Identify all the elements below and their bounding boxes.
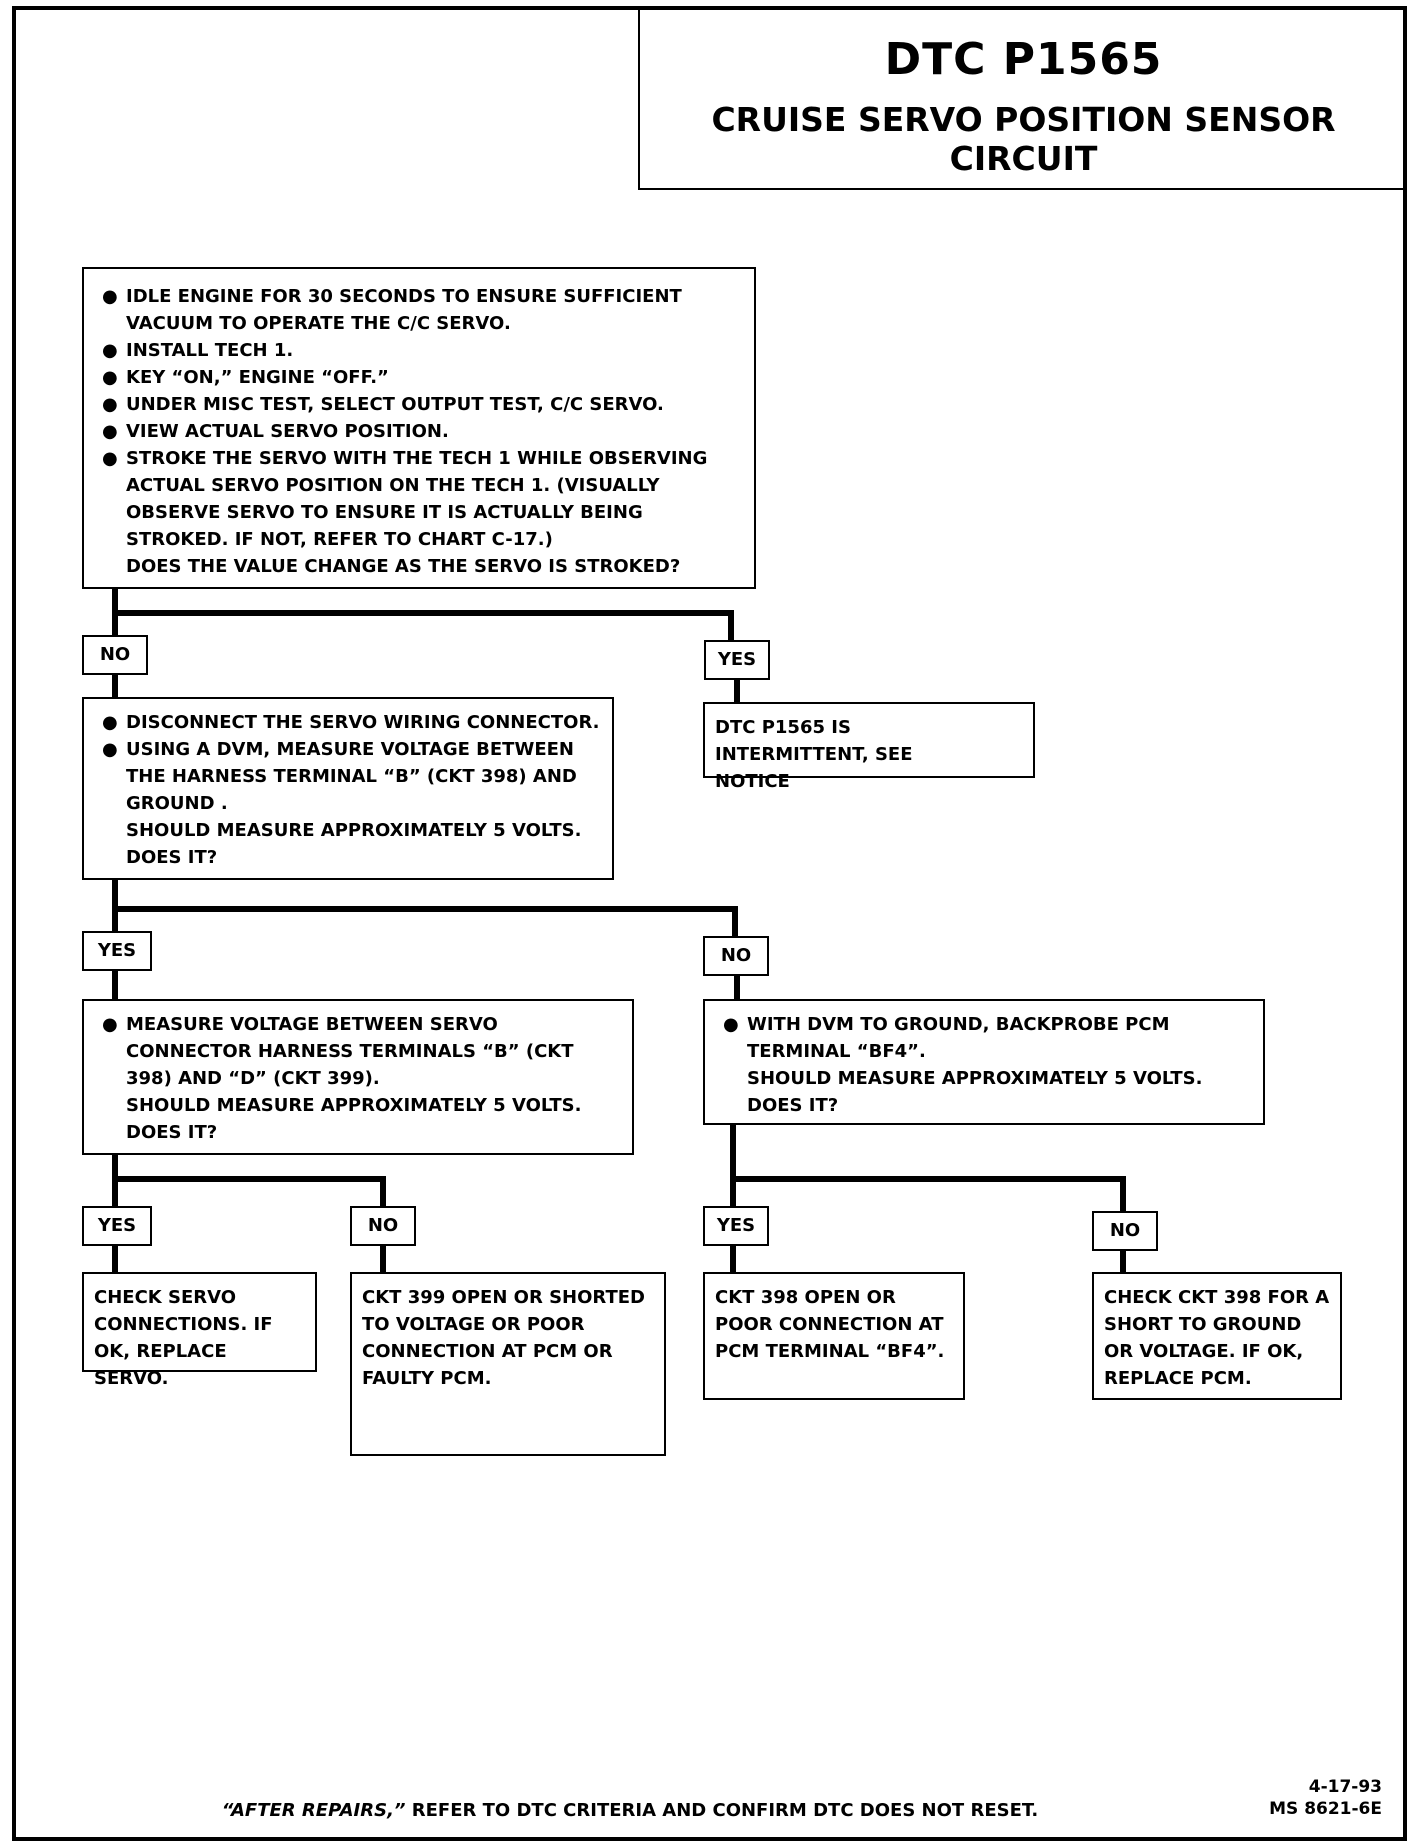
connector-line [112, 610, 734, 616]
footer-note-italic: “AFTER REPAIRS,” [221, 1800, 406, 1821]
page-subtitle: CRUISE SERVO POSITION SENSOR CIRCUIT [711, 100, 1336, 178]
label-no: NO [350, 1206, 416, 1246]
connector-line [730, 1246, 736, 1274]
connector-line [112, 675, 118, 697]
connector-line [1120, 1176, 1126, 1214]
step1-question: DOES THE VALUE CHANGE AS THE SERVO IS ST… [126, 556, 681, 577]
connector-line [730, 1176, 1126, 1182]
footer-note: “AFTER REPAIRS,” REFER TO DTC CRITERIA A… [0, 1800, 1260, 1821]
label-yes: YES [704, 640, 770, 680]
bullet-icon: ● [102, 1014, 118, 1035]
label-no: NO [703, 936, 769, 976]
bullet-icon: ● [102, 394, 118, 415]
step1-bullet: ●UNDER MISC TEST, SELECT OUTPUT TEST, C/… [94, 391, 744, 418]
step1-bullet: ●INSTALL TECH 1. [94, 337, 744, 364]
result-ckt398-open-box: CKT 398 OPEN OR POOR CONNECTION AT PCM T… [703, 1272, 965, 1400]
step4-box: ●WITH DVM TO GROUND, BACKPROBE PCM TERMI… [703, 999, 1265, 1125]
title-block: DTC P1565 CRUISE SERVO POSITION SENSOR C… [638, 6, 1407, 190]
step4-bullet: ●WITH DVM TO GROUND, BACKPROBE PCM TERMI… [715, 1011, 1253, 1065]
step2-question: SHOULD MEASURE APPROXIMATELY 5 VOLTS. DO… [126, 820, 582, 868]
bullet-icon: ● [102, 712, 118, 733]
connector-line [112, 1155, 118, 1211]
result-ckt398-short-box: CHECK CKT 398 FOR A SHORT TO GROUND OR V… [1092, 1272, 1342, 1400]
connector-line [380, 1176, 386, 1210]
connector-line [112, 971, 118, 1001]
label-yes: YES [82, 1206, 152, 1246]
page-frame [12, 6, 1407, 1841]
label-no: NO [1092, 1211, 1158, 1251]
step3-question: SHOULD MEASURE APPROXIMATELY 5 VOLTS. DO… [126, 1095, 582, 1143]
connector-line [380, 1246, 386, 1274]
connector-line [732, 906, 738, 938]
bullet-icon: ● [102, 421, 118, 442]
label-yes: YES [703, 1206, 769, 1246]
step1-bullet: ●KEY “ON,” ENGINE “OFF.” [94, 364, 744, 391]
result-intermittent-box: DTC P1565 IS INTERMITTENT, SEE NOTICE [703, 702, 1035, 792]
result-check-servo-box: CHECK SERVO CONNECTIONS. IF OK, REPLACE … [82, 1272, 317, 1389]
connector-line [728, 610, 734, 640]
connector-line [1120, 1251, 1126, 1274]
connector-line [112, 1176, 386, 1182]
step1-box: ●IDLE ENGINE FOR 30 SECONDS TO ENSURE SU… [82, 267, 756, 589]
step2-bullet: ●DISCONNECT THE SERVO WIRING CONNECTOR. [94, 709, 602, 736]
label-yes: YES [82, 931, 152, 971]
bullet-icon: ● [723, 1014, 739, 1035]
step1-bullet: ●IDLE ENGINE FOR 30 SECONDS TO ENSURE SU… [94, 283, 744, 337]
step2-box: ●DISCONNECT THE SERVO WIRING CONNECTOR. … [82, 697, 614, 880]
result-ckt399-box: CKT 399 OPEN OR SHORTED TO VOLTAGE OR PO… [350, 1272, 666, 1456]
bullet-icon: ● [102, 340, 118, 361]
footer-doc-number: MS 8621-6E [1269, 1799, 1382, 1819]
bullet-icon: ● [102, 448, 118, 469]
step3-box: ●MEASURE VOLTAGE BETWEEN SERVO CONNECTOR… [82, 999, 634, 1155]
bullet-icon: ● [102, 367, 118, 388]
bullet-icon: ● [102, 739, 118, 760]
label-no: NO [82, 635, 148, 675]
footer-code: 4-17-93 MS 8621-6E [1269, 1776, 1382, 1820]
footer-date: 4-17-93 [1308, 1777, 1382, 1797]
connector-line [734, 976, 740, 1001]
connector-line [734, 680, 740, 702]
page-title: DTC P1565 [884, 34, 1163, 85]
connector-line [112, 1246, 118, 1274]
connector-line [112, 906, 738, 912]
footer-note-text: REFER TO DTC CRITERIA AND CONFIRM DTC DO… [405, 1800, 1039, 1821]
step1-bullet: ●VIEW ACTUAL SERVO POSITION. [94, 418, 744, 445]
bullet-icon: ● [102, 286, 118, 307]
step4-question: SHOULD MEASURE APPROXIMATELY 5 VOLTS. DO… [747, 1068, 1203, 1116]
step3-bullet: ●MEASURE VOLTAGE BETWEEN SERVO CONNECTOR… [94, 1011, 622, 1092]
connector-line [730, 1125, 736, 1210]
step2-bullet: ●USING A DVM, MEASURE VOLTAGE BETWEEN TH… [94, 736, 602, 817]
step1-bullet: ●STROKE THE SERVO WITH THE TECH 1 WHILE … [94, 445, 744, 553]
